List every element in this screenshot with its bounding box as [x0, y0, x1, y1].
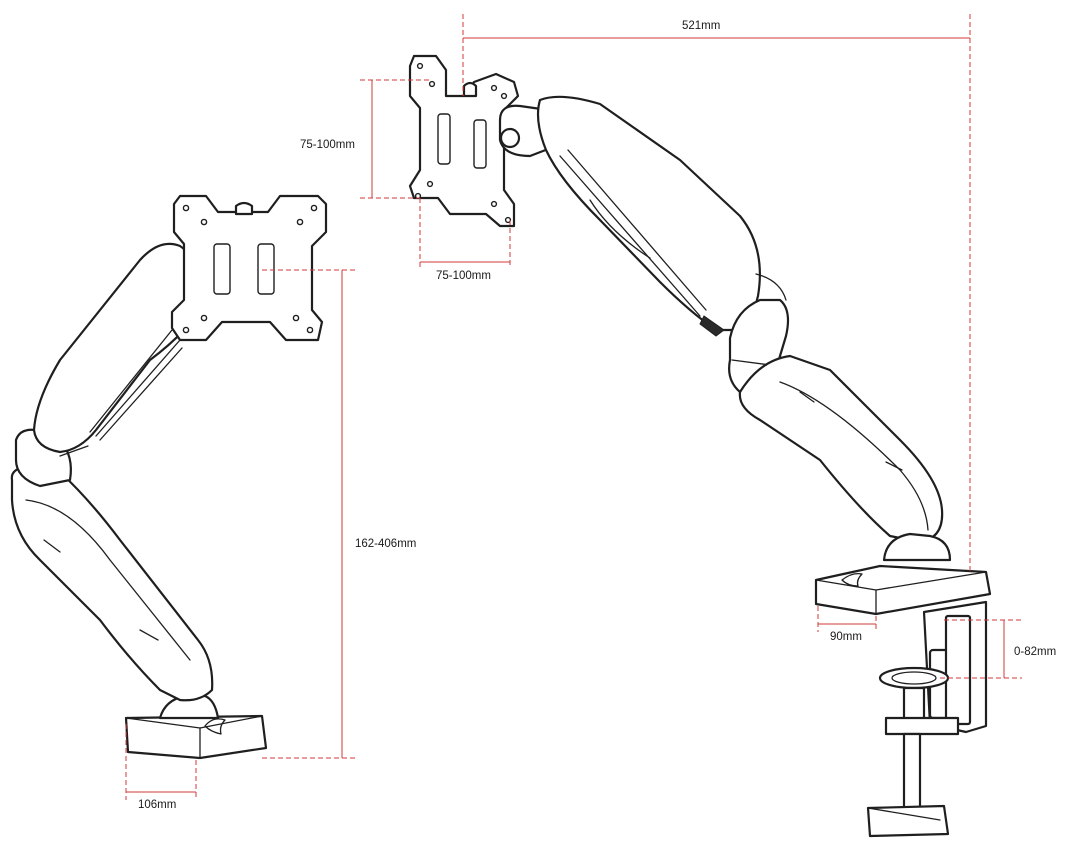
vesa-height-label: 75-100mm [300, 139, 355, 151]
right-tilt-knob [462, 81, 478, 98]
left-tilt-knob [234, 201, 254, 216]
right-vesa-plate [408, 54, 520, 228]
left-lower-arm [10, 464, 214, 702]
left-upper-arm [32, 242, 194, 454]
vesa-width-label: 75-100mm [436, 270, 491, 282]
left-arm-assembly [10, 194, 328, 760]
left-dimensions: 162-406mm 106mm [125, 269, 416, 811]
left-vesa-plate [170, 194, 328, 342]
reach-label: 521mm [682, 20, 720, 32]
height-range-label: 162-406mm [355, 538, 416, 550]
right-dimensions: 521mm 75-100mm 75-100mm 90mm 0-82mm [300, 14, 1056, 679]
right-logo-mark [841, 572, 863, 587]
right-desk-base [814, 532, 992, 616]
clamp-range-label: 0-82mm [1014, 646, 1056, 658]
right-arm-assembly [408, 54, 992, 838]
desk-clamp [866, 600, 988, 838]
right-lower-arm [738, 354, 944, 544]
left-desk-base [124, 694, 268, 760]
logo-mark [204, 718, 226, 735]
right-base-width-label: 90mm [830, 631, 862, 643]
left-base-width-label: 106mm [138, 799, 176, 811]
right-upper-arm [536, 95, 761, 337]
